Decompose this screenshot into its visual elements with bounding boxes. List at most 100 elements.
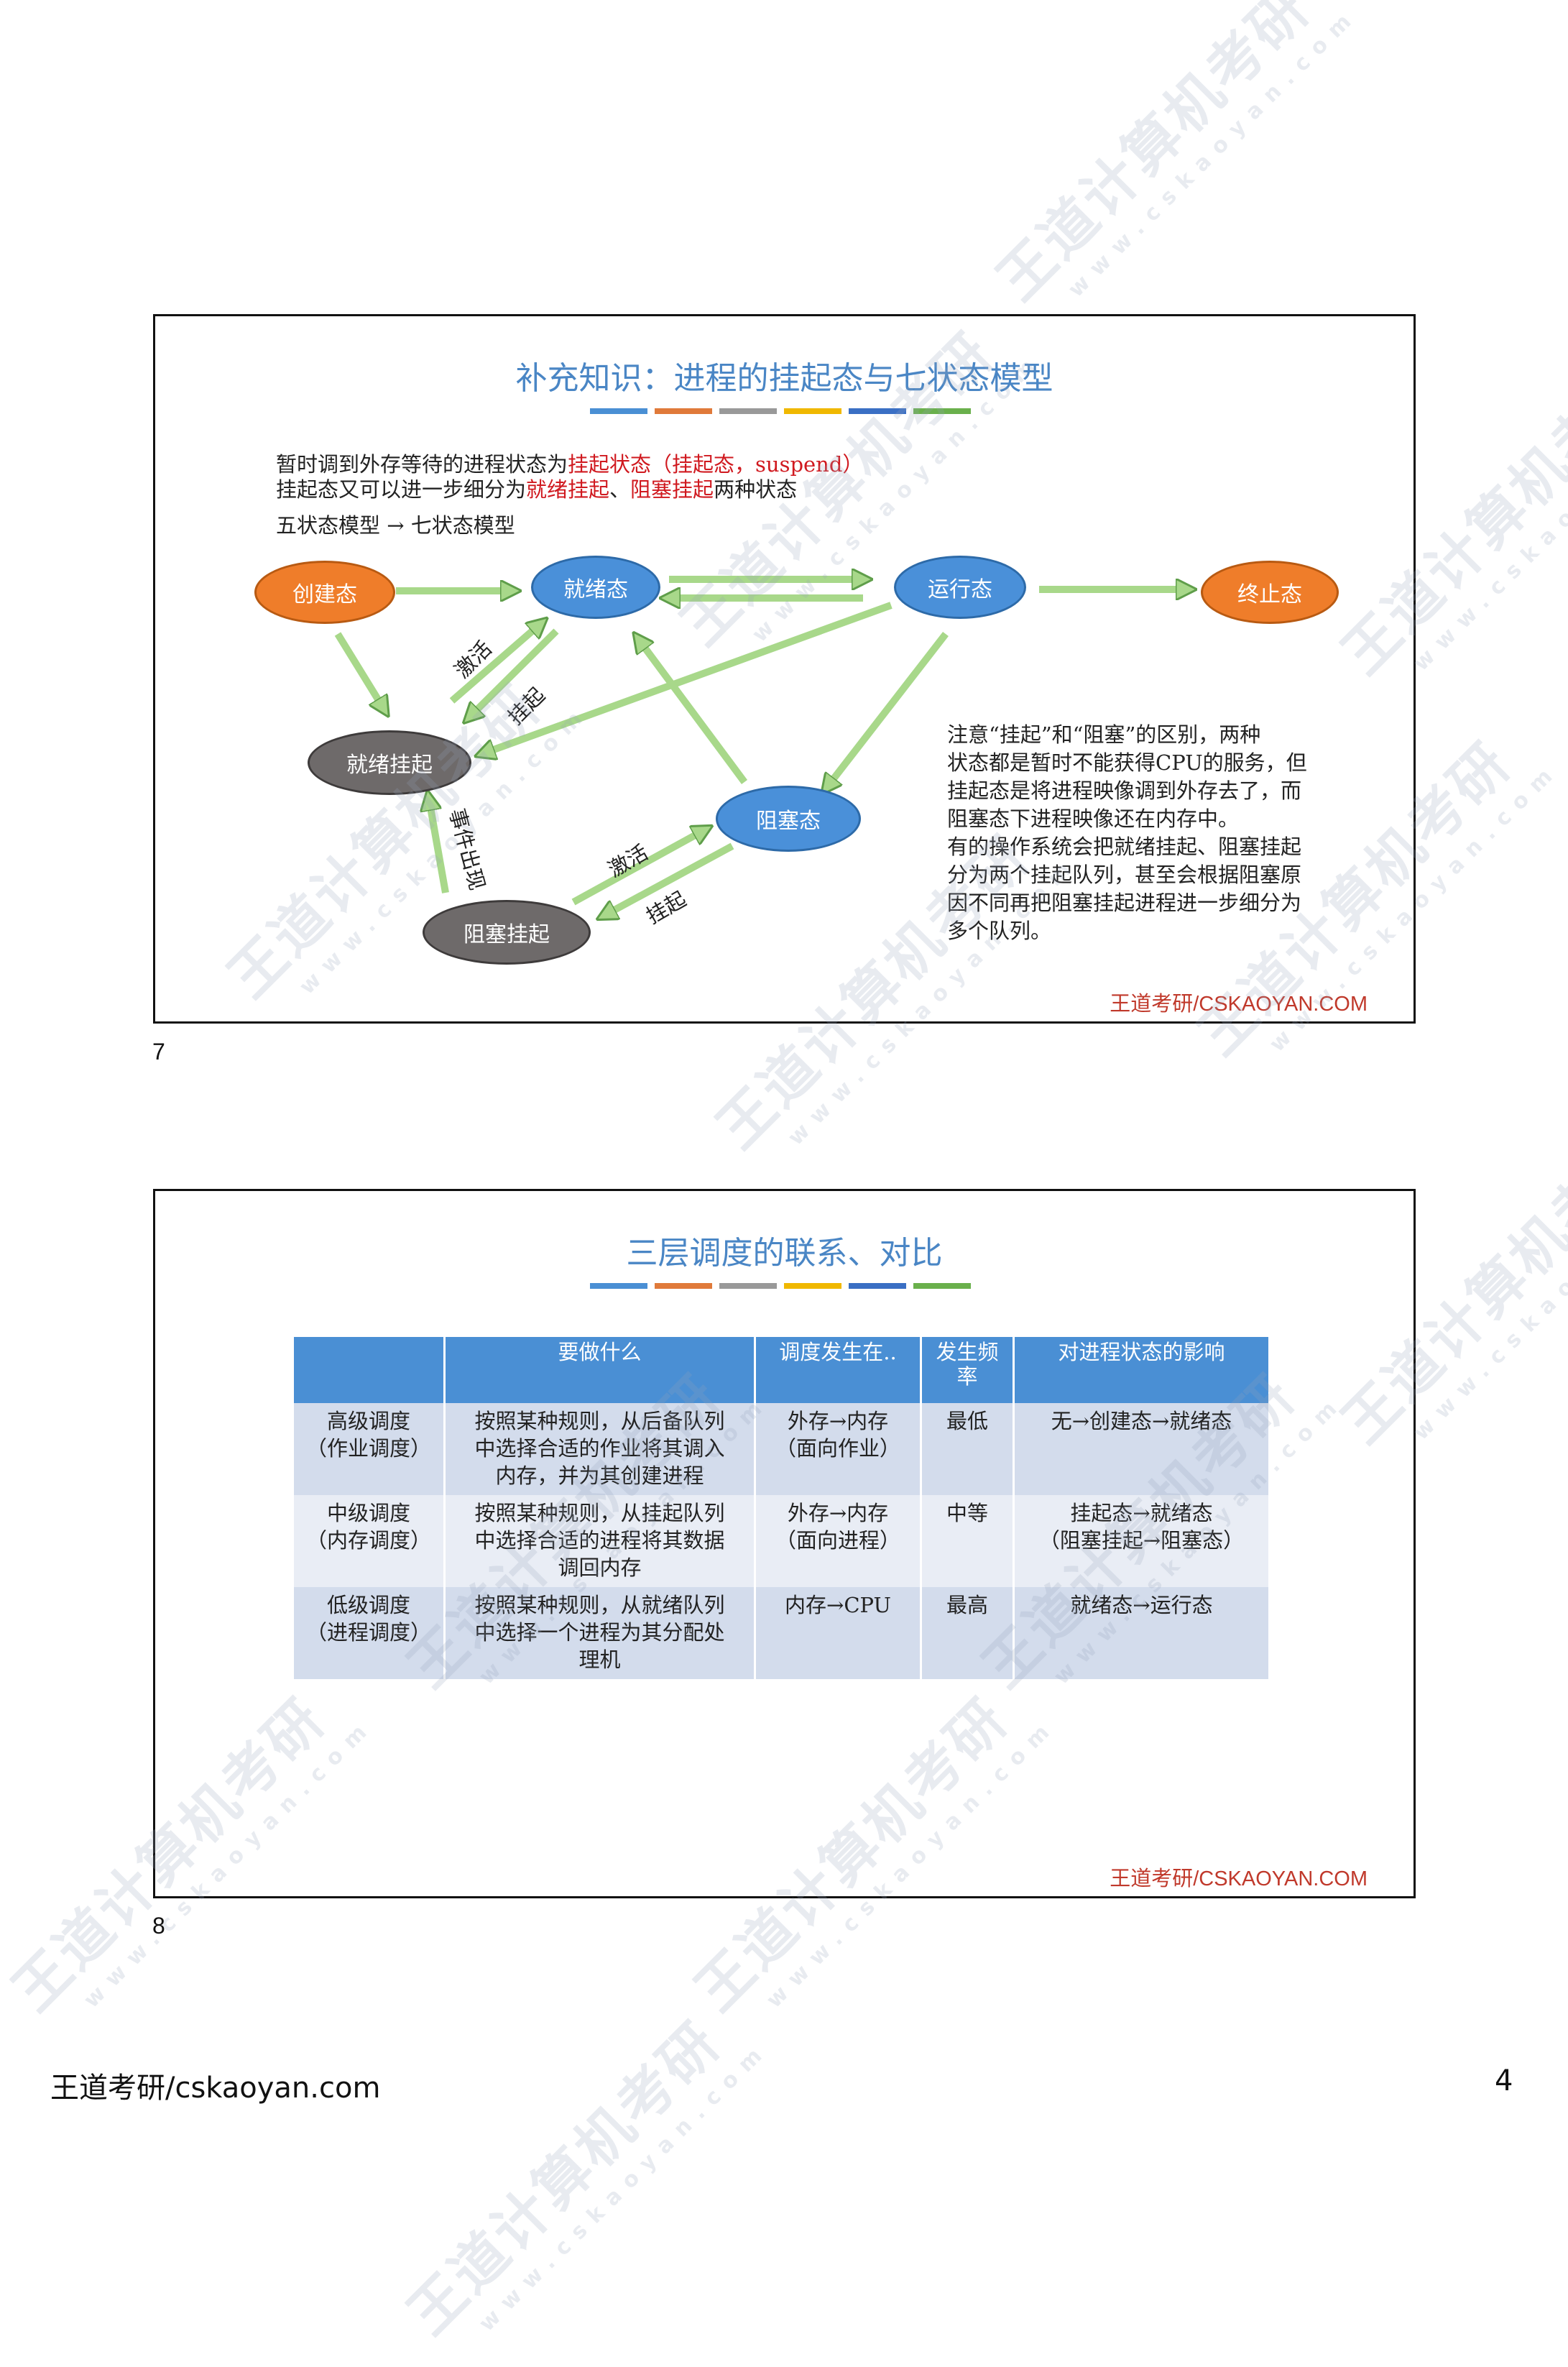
- table-cell-frequency: 中等: [921, 1495, 1015, 1587]
- table-header-cell: 对进程状态的影响: [1013, 1337, 1270, 1403]
- page-number: 4: [1495, 2064, 1513, 2097]
- slide-title: 三层调度的联系、对比: [626, 1235, 943, 1272]
- slide-7: 补充知识：进程的挂起态与七状态模型 暂时调到外存等待的进程状态为挂起状态（挂起态…: [153, 314, 1416, 1024]
- note-line: 挂起态是将进程映像调到外存去了，而: [947, 778, 1302, 803]
- cell-line: （面向进程）: [775, 1528, 900, 1553]
- table-header-cell: 要做什么: [444, 1337, 756, 1403]
- table-cell-where: 外存→内存 （面向进程）: [755, 1495, 922, 1587]
- cell-line: 中选择合适的作业将其调入: [474, 1436, 725, 1461]
- slide-number: 8: [152, 1913, 165, 1939]
- cell-line: （作业调度）: [305, 1436, 431, 1461]
- table-cell-level: 高级调度 （作业调度）: [294, 1403, 446, 1495]
- header-text: 发生频率: [936, 1340, 999, 1389]
- note-line: 多个队列。: [947, 919, 1052, 943]
- table-cell-what: 按照某种规则，从就绪队列 中选择一个进程为其分配处 理机: [444, 1587, 756, 1679]
- cell-line: （进程调度）: [305, 1620, 431, 1645]
- table-cell-effect: 无→创建态→就绪态: [1013, 1403, 1270, 1495]
- arrow-suspend-ready-readysuspend: [470, 628, 559, 717]
- arrow-activate-blockedsuspend-blocked: [571, 830, 704, 906]
- intro-text: 两种状态: [714, 477, 798, 502]
- intro-line-2: 挂起态又可以进一步细分为就绪挂起、阻塞挂起两种状态: [276, 473, 797, 503]
- table-cell-level: 中级调度 （内存调度）: [294, 1495, 446, 1587]
- table-header-cell: [294, 1337, 446, 1403]
- table-cell-frequency: 最低: [921, 1403, 1015, 1495]
- node-blocked-suspend: 阻塞挂起: [423, 900, 591, 965]
- intro-text: 挂起态又可以进一步细分为: [276, 477, 527, 502]
- table-cell-effect: 就绪态→运行态: [1013, 1587, 1270, 1679]
- cell-line: 中选择合适的进程将其数据: [474, 1528, 725, 1553]
- cell-line: （阻塞挂起→阻塞态）: [1038, 1528, 1245, 1553]
- title-bar: [719, 1283, 777, 1289]
- arrow-event-blockedsuspend-readysuspend: [429, 799, 449, 893]
- arrow-group: [334, 579, 1187, 915]
- note-line: 状态都是暂时不能获得CPU的服务，但: [947, 750, 1307, 775]
- node-create: 创建态: [254, 561, 395, 624]
- arrow-suspend-blocked-blockedsuspend: [605, 842, 734, 915]
- slide-title: 补充知识：进程的挂起态与七状态模型: [515, 360, 1053, 397]
- table-header-row: 要做什么 调度发生在.. 发生频率 对进程状态的影响: [294, 1337, 1270, 1403]
- table-cell-what: 按照某种规则，从挂起队列 中选择合适的进程将其数据 调回内存: [444, 1495, 756, 1587]
- title-bar: [849, 1283, 906, 1289]
- node-running: 运行态: [894, 556, 1026, 619]
- title-bar: [719, 408, 777, 414]
- title-bar: [913, 408, 971, 414]
- cell-line: 按照某种规则，从就绪队列: [474, 1593, 725, 1617]
- slide-number: 7: [152, 1039, 165, 1065]
- arrow-create-readysuspend: [334, 632, 384, 709]
- arrow-blocked-ready: [639, 640, 748, 784]
- title-bar: [655, 1283, 712, 1289]
- title-color-bars: [590, 1283, 971, 1289]
- note-line: 分为两个挂起队列，甚至会根据阻塞原: [947, 863, 1302, 887]
- table-cell-where: 外存→内存 （面向作业）: [755, 1403, 922, 1495]
- table-row: 中级调度 （内存调度） 按照某种规则，从挂起队列 中选择合适的进程将其数据 调回…: [294, 1495, 1270, 1587]
- cell-line: 挂起态→就绪态: [1070, 1501, 1213, 1525]
- cell-line: 调回内存: [558, 1555, 642, 1580]
- intro-highlight: 挂起状态（挂起态，suspend）: [568, 452, 864, 477]
- cell-line: 理机: [578, 1647, 621, 1672]
- title-bar: [590, 408, 647, 414]
- cell-line: 外存→内存: [787, 1501, 889, 1525]
- state-transition-arrows: [334, 316, 1418, 1026]
- slide-brand: 王道考研/CSKAOYAN.COM: [1110, 993, 1368, 1016]
- arrow-running-blocked: [827, 631, 949, 787]
- cell-line: 外存→内存: [787, 1409, 889, 1433]
- table-cell-frequency: 最高: [921, 1587, 1015, 1679]
- table-cell-effect: 挂起态→就绪态 （阻塞挂起→阻塞态）: [1013, 1495, 1270, 1587]
- note-text: 注意“挂起”和“阻塞”的区别，两种 状态都是暂时不能获得CPU的服务，但 挂起态…: [947, 721, 1364, 945]
- cell-line: 按照某种规则，从后备队列: [474, 1409, 725, 1433]
- title-bar: [849, 408, 906, 414]
- intro-line-1: 暂时调到外存等待的进程状态为挂起状态（挂起态，suspend）: [276, 448, 863, 478]
- intro-highlight: 就绪挂起: [526, 477, 610, 502]
- cell-line: 低级调度: [326, 1593, 410, 1617]
- table-row: 高级调度 （作业调度） 按照某种规则，从后备队列 中选择合适的作业将其调入 内存…: [294, 1403, 1270, 1495]
- title-bar: [590, 1283, 647, 1289]
- intro-text: 暂时调到外存等待的进程状态为: [276, 452, 568, 477]
- page-footer: 王道考研/cskaoyan.com: [50, 2072, 381, 2105]
- cell-line: 内存，并为其创建进程: [495, 1463, 704, 1488]
- slide-brand: 王道考研/CSKAOYAN.COM: [1110, 1867, 1368, 1890]
- cell-line: 就绪态→运行态: [1070, 1593, 1213, 1617]
- cell-line: （内存调度）: [305, 1528, 431, 1553]
- table-cell-where: 内存→CPU: [755, 1587, 922, 1679]
- title-bar: [913, 1283, 971, 1289]
- cell-line: 高级调度: [326, 1409, 410, 1433]
- note-line: 有的操作系统会把就绪挂起、阻塞挂起: [947, 835, 1302, 859]
- cell-line: 中级调度: [326, 1501, 410, 1525]
- arrow-activate-readysuspend-ready: [449, 624, 540, 704]
- intro-highlight: 阻塞挂起: [630, 477, 714, 502]
- table-cell-level: 低级调度 （进程调度）: [294, 1587, 446, 1679]
- title-bar: [784, 408, 841, 414]
- arrow-running-readysuspend: [484, 602, 893, 753]
- note-line: 因不同再把阻塞挂起进程进一步细分为: [947, 891, 1302, 915]
- scheduling-comparison-table: 要做什么 调度发生在.. 发生频率 对进程状态的影响 高级调度 （作业调度） 按…: [294, 1337, 1270, 1679]
- intro-line-3: 五状态模型 → 七状态模型: [276, 513, 515, 538]
- cell-line: 按照某种规则，从挂起队列: [474, 1501, 725, 1525]
- table-cell-what: 按照某种规则，从后备队列 中选择合适的作业将其调入 内存，并为其创建进程: [444, 1403, 756, 1495]
- cell-line: 中选择一个进程为其分配处: [474, 1620, 725, 1645]
- node-blocked: 阻塞态: [716, 786, 861, 852]
- cell-line: 无→创建态→就绪态: [1051, 1409, 1232, 1433]
- intro-text: 、: [609, 477, 631, 502]
- node-terminated: 终止态: [1201, 561, 1339, 624]
- node-ready: 就绪态: [531, 556, 660, 619]
